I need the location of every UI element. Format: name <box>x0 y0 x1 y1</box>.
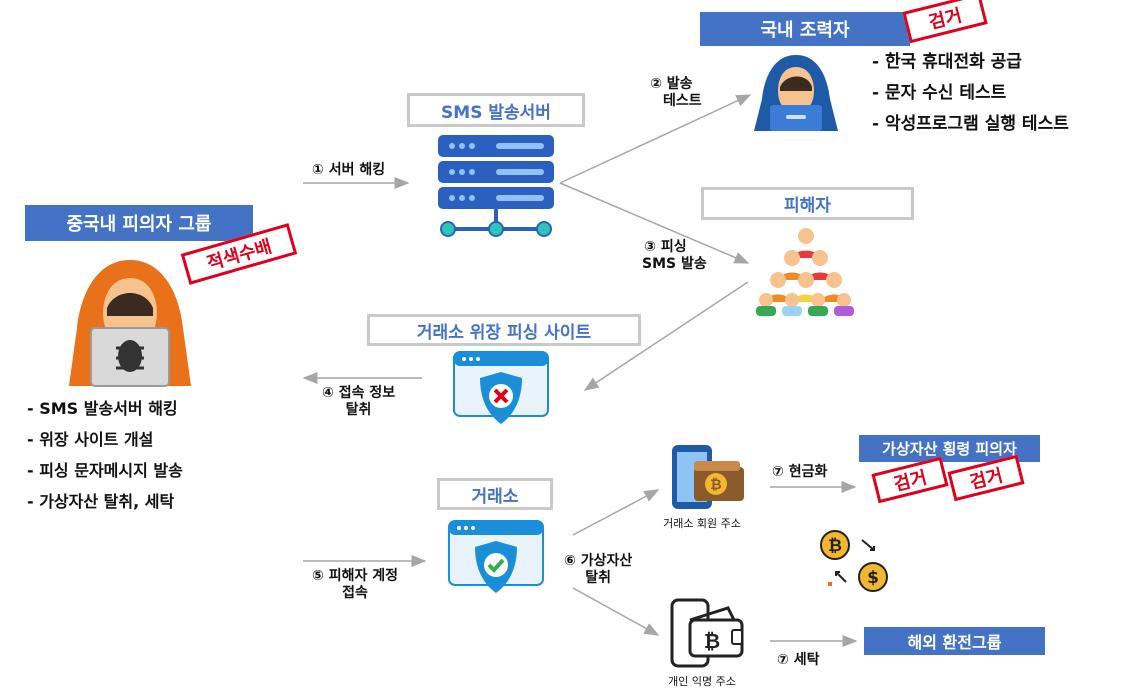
exchange-account-caption: 거래소 회원 주소 <box>663 517 741 530</box>
step-1-label: ① 서버 해킹 <box>312 162 386 178</box>
svg-text:$: $ <box>867 568 879 588</box>
arrow-3 <box>559 182 750 264</box>
svg-text:₿: ₿ <box>828 536 842 556</box>
arrow-6a <box>572 489 660 536</box>
step-7a-label: ⑦ 현금화 <box>772 464 828 480</box>
step-5-label: ⑤ 피해자 계정 접속 <box>312 568 399 601</box>
server-icon <box>438 135 554 237</box>
hooded-hacker-icon <box>69 260 191 387</box>
overseas-group-title: 해외 환전그룹 <box>864 627 1045 655</box>
list-item: - 위장 사이트 개설 <box>27 430 154 449</box>
arrow-2 <box>559 94 752 184</box>
china-group-items: - SMS 발송서버 해킹 - 위장 사이트 개설 - 피싱 문자메시지 발송 … <box>27 393 183 517</box>
victims-crowd-icon <box>756 228 854 316</box>
arrow-4a <box>583 281 749 391</box>
exchange-verified-icon <box>448 520 544 593</box>
china-group-title: 중국내 피의자 그룹 <box>25 205 253 241</box>
svg-text:₿: ₿ <box>704 629 720 653</box>
list-item: - 피싱 문자메시지 발송 <box>27 461 183 480</box>
victims-title: 피해자 <box>701 187 914 220</box>
fake-site-title: 거래소 위장 피싱 사이트 <box>367 314 641 346</box>
list-item: - 가상자산 탈취, 세탁 <box>27 492 175 511</box>
exchange-title: 거래소 <box>437 478 553 510</box>
step-3-label: ③ 피싱 SMS 발송 <box>642 239 707 272</box>
personal-wallet-icon: ₿ <box>670 598 744 668</box>
sms-server-title: SMS 발송서버 <box>407 93 585 127</box>
coin-exchange-icon: ₿ $ <box>820 530 888 592</box>
list-item: - 한국 휴대전화 공급 <box>872 52 1022 72</box>
step-2-label: ② 발송 테스트 <box>650 76 702 109</box>
domestic-helper-title: 국내 조력자 <box>700 12 910 46</box>
blocked-site-icon <box>453 351 549 424</box>
svg-text:₿: ₿ <box>710 477 721 493</box>
step-6-label: ⑥ 가상자산 탈취 <box>564 553 633 586</box>
arrow-6b <box>572 587 660 636</box>
phone-wallet-icon: ₿ <box>672 445 744 509</box>
step-7b-label: ⑦ 세탁 <box>777 652 820 668</box>
personal-wallet-caption: 개인 익명 주소 <box>668 675 736 688</box>
list-item: - 악성프로그램 실행 테스트 <box>872 114 1069 134</box>
hooded-helper-icon <box>754 55 838 131</box>
list-item: - 문자 수신 테스트 <box>872 83 1007 103</box>
list-item: - SMS 발송서버 해킹 <box>27 399 178 418</box>
step-4-label: ④ 접속 정보 탈취 <box>322 385 396 418</box>
domestic-helper-items: - 한국 휴대전화 공급 - 문자 수신 테스트 - 악성프로그램 실행 테스트 <box>872 47 1069 140</box>
